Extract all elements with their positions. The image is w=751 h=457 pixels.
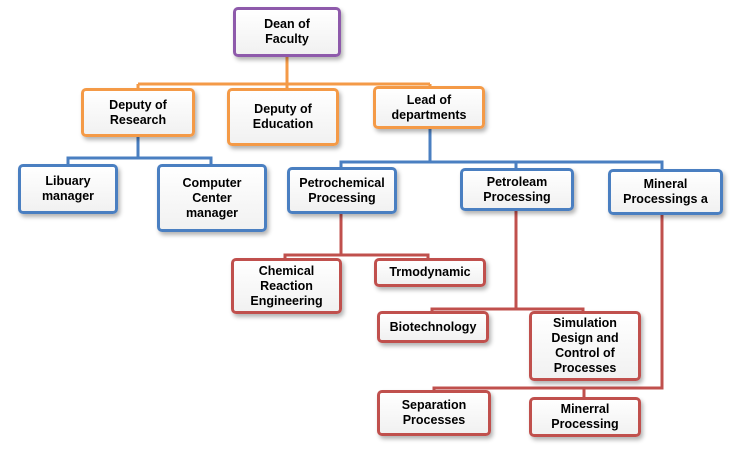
node-biotechnology: Biotechnology	[377, 311, 489, 343]
node-dean: Dean of Faculty	[233, 7, 341, 57]
connector-research-managers	[66, 136, 140, 166]
node-petrochemical: Petrochemical Processing	[287, 167, 397, 214]
node-separation: Separation Processes	[377, 390, 491, 436]
node-chemical-reaction: Chemical Reaction Engineering	[231, 258, 342, 314]
node-simulation: Simulation Design and Control of Process…	[529, 311, 641, 381]
node-computer-center: Computer Center manager	[157, 164, 267, 232]
node-deputy-education: Deputy of Education	[227, 88, 339, 146]
connector-petrochemical-children	[283, 213, 343, 260]
node-thermodynamic: Trmodynamic	[374, 258, 486, 287]
node-mineral: Mineral Processings a	[608, 169, 723, 215]
node-mineral-processing: Minerral Processing	[529, 397, 641, 437]
node-library-manager: Libuary manager	[18, 164, 118, 214]
node-deputy-research: Deputy of Research	[81, 88, 195, 137]
connector-research-computer	[138, 156, 213, 166]
node-lead-departments: Lead of departments	[373, 86, 485, 129]
node-petroleum: Petroleam Processing	[460, 168, 574, 211]
connector-lead-mineral	[341, 160, 664, 171]
